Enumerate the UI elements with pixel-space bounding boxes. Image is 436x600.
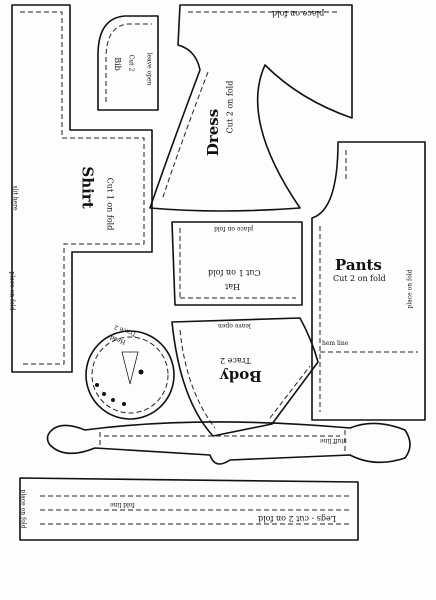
head-seam	[91, 336, 169, 414]
legs-fold-line	[40, 495, 350, 525]
hat-fold-label: place on fold	[214, 225, 254, 232]
dress-title: Dress	[204, 108, 223, 157]
pants-fold-label: place on fold	[406, 269, 414, 309]
hat-outline	[171, 221, 303, 306]
bib-outline	[97, 15, 159, 111]
pants-title: Pants	[335, 256, 382, 274]
arm-outline	[46, 421, 411, 465]
bib-seam	[105, 23, 152, 102]
pants-seam	[319, 150, 418, 412]
shirt-outline	[11, 4, 153, 373]
pants-hem-label: hem line	[322, 340, 349, 347]
shirt-fold-label: place on fold	[8, 271, 16, 311]
hat-cut-label: Cut 1 on fold	[208, 268, 261, 277]
head-nose	[121, 351, 139, 385]
bib-title: Bib	[112, 57, 122, 71]
dress-outline	[149, 4, 353, 212]
body-note: leave open	[218, 322, 251, 329]
bib-note: leave open	[145, 52, 153, 86]
head-outline	[85, 330, 175, 420]
dress-fold-label: place on fold	[272, 9, 325, 18]
legs-outline	[19, 477, 359, 541]
legs-fold-line-label: fold line	[110, 501, 135, 508]
hat-title: Hat	[225, 282, 240, 291]
hat-seam	[179, 228, 296, 299]
body-seam	[179, 329, 311, 429]
body-title: Body	[220, 367, 262, 385]
legs-fold-label: place on fold	[19, 489, 27, 529]
bib-cut-label: Cut 2	[127, 54, 135, 72]
head-eyes	[95, 369, 144, 406]
arm-seam	[99, 430, 346, 454]
dress-cut-label: Cut 2 on fold	[225, 80, 235, 134]
dress-seam	[161, 11, 340, 201]
body-cut-label: Trace 2	[220, 356, 251, 365]
shirt-title: Shirt	[78, 166, 97, 209]
shirt-slit-label: slit here	[11, 185, 19, 211]
arm-stuff-label: stuff line	[320, 437, 347, 444]
pants-cut-label: Cut 2 on fold	[333, 274, 386, 283]
shirt-seam	[20, 11, 145, 365]
pants-outline	[311, 141, 426, 421]
legs-title: Legs - cut 2 on fold	[258, 514, 337, 523]
shirt-cut-label: Cut 1 on fold	[105, 177, 115, 231]
